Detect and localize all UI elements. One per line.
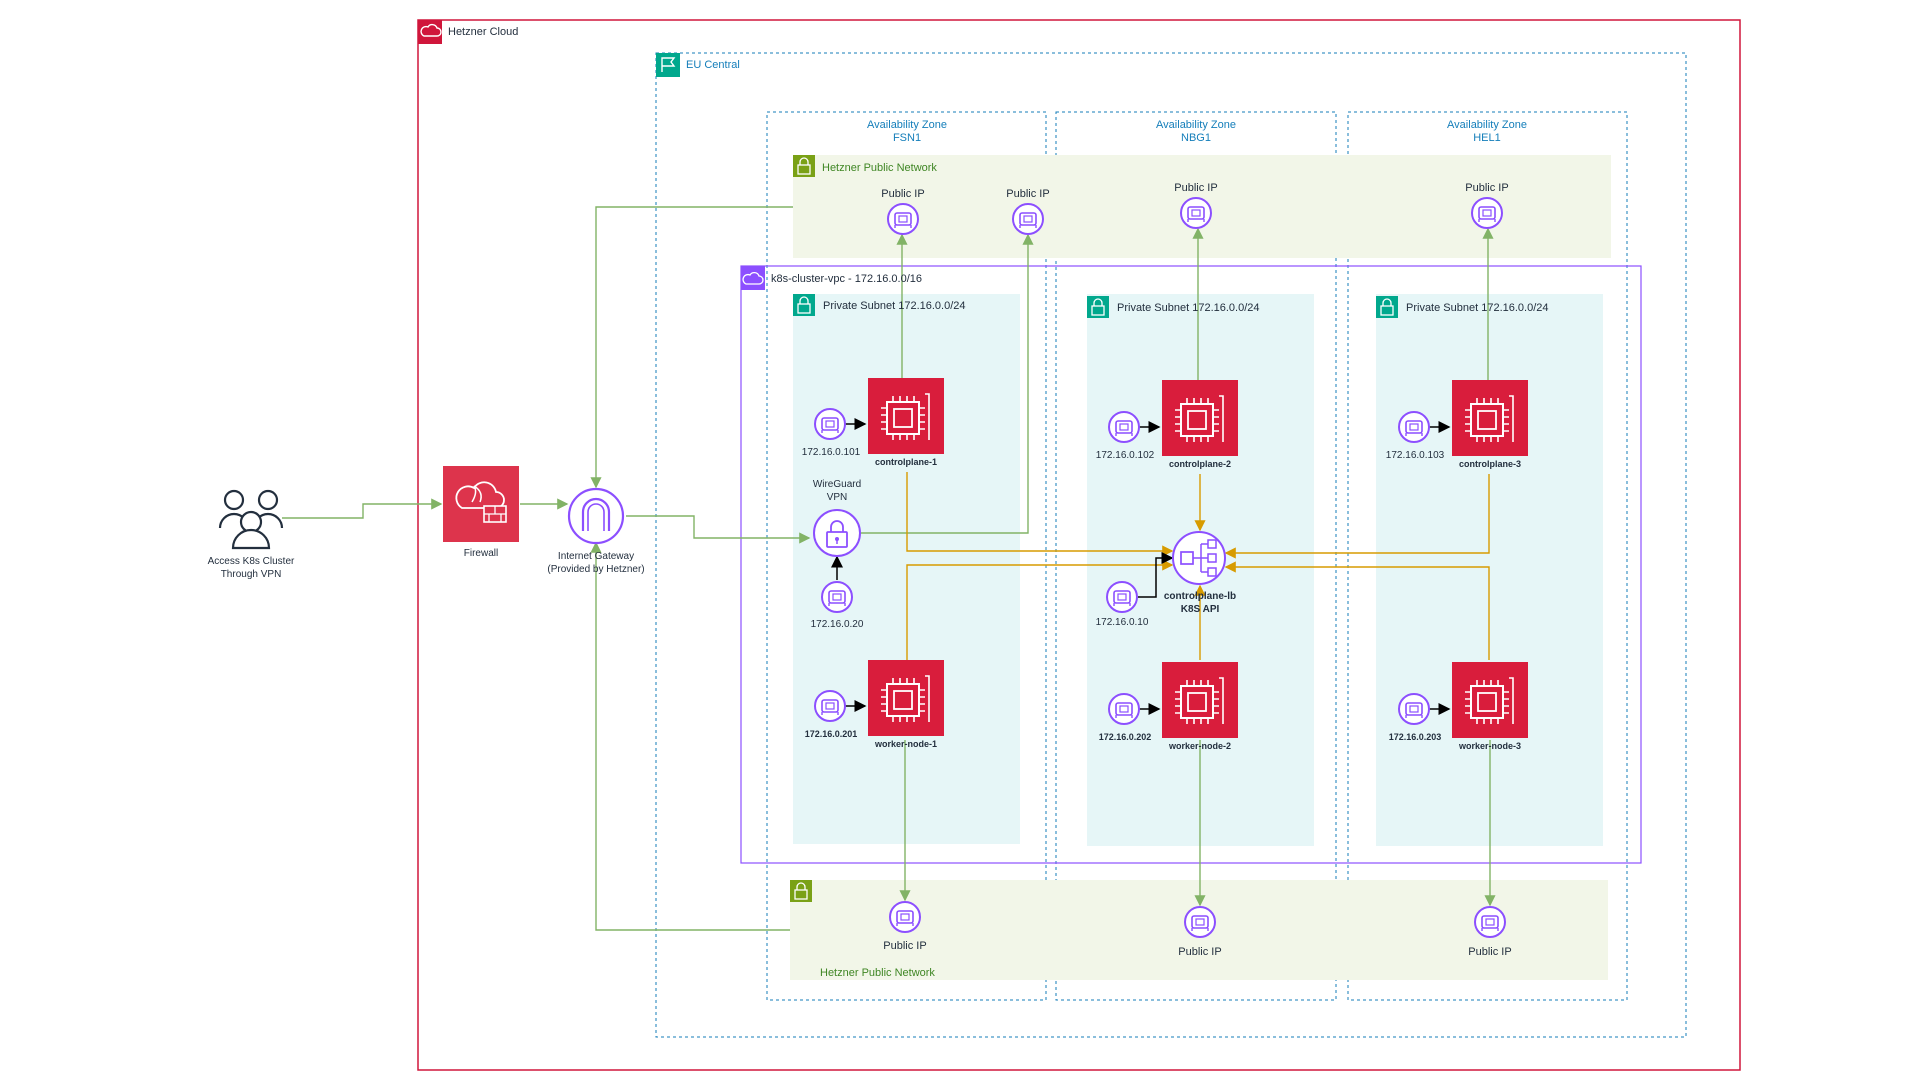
network-interface-icon	[1398, 411, 1430, 443]
worker1-to-lb-edge	[906, 559, 1174, 660]
network-interface-icon	[1474, 906, 1506, 938]
worker-node-1-instance	[868, 660, 944, 736]
public-network-top-title: Hetzner Public Network	[822, 162, 937, 174]
users-icon	[218, 489, 284, 550]
network-interface-icon	[1012, 203, 1044, 235]
vpc-icon	[741, 266, 765, 290]
network-interface-icon	[814, 690, 846, 722]
public-ip-label: Public IP	[881, 188, 925, 200]
internet-gateway-icon	[567, 487, 625, 545]
subnet-title-2: Private Subnet 172.16.0.0/24	[1117, 302, 1260, 314]
controlplane-3-label: controlplane-3	[1458, 459, 1521, 469]
worker3-to-lb-edge	[1224, 561, 1490, 660]
controlplane-3-instance	[1452, 380, 1528, 456]
cp3-to-lb-edge	[1224, 474, 1490, 559]
public-ip-label: Public IP	[1006, 188, 1050, 200]
subnet-title-1: Private Subnet 172.16.0.0/24	[823, 300, 966, 312]
public-ip-label: Public IP	[883, 940, 927, 952]
controlplane-2-instance	[1162, 380, 1238, 456]
users-to-firewall-edge	[282, 498, 443, 519]
public-ip-label: Public IP	[1468, 946, 1512, 958]
network-interface-icon	[1106, 581, 1138, 613]
network-interface-icon	[1108, 693, 1140, 725]
network-interface-icon	[814, 408, 846, 440]
network-interface-icon	[1180, 197, 1212, 229]
cp1-to-lb-edge	[906, 472, 1174, 557]
lock-icon	[790, 880, 812, 902]
public-ip-label: Public IP	[1178, 946, 1222, 958]
worker-node-1-label: worker-node-1	[874, 739, 937, 749]
public-ip-label: Public IP	[1174, 182, 1218, 194]
gateway-to-vpn-edge	[626, 515, 811, 544]
az-nbg1	[1055, 111, 1337, 1001]
worker-node-1-ip: 172.16.0.201	[804, 729, 858, 739]
lb-ip-label: 172.16.0.10	[1095, 617, 1149, 628]
public-net-to-gateway-edge	[590, 206, 793, 489]
az-hel1	[1347, 111, 1628, 1001]
network-interface-icon	[887, 203, 919, 235]
lock-icon	[1376, 296, 1398, 318]
vpn-lock-icon	[813, 509, 861, 557]
controlplane-1-ip: 172.16.0.101	[801, 447, 861, 458]
worker-node-2-label: worker-node-2	[1168, 741, 1231, 751]
network-interface-icon	[1184, 906, 1216, 938]
lock-icon	[793, 294, 815, 316]
subnet-title-3: Private Subnet 172.16.0.0/24	[1406, 302, 1549, 314]
vpn-ip-label: 172.16.0.20	[810, 619, 864, 630]
az-fsn1	[766, 111, 1047, 1001]
region-title: EU Central	[686, 59, 740, 71]
worker-node-3-instance	[1452, 662, 1528, 738]
network-interface-icon	[1398, 693, 1430, 725]
controlplane-2-ip: 172.16.0.102	[1095, 450, 1155, 461]
worker-node-3-ip: 172.16.0.203	[1388, 732, 1442, 742]
vpn-to-publicip-edge	[855, 233, 1034, 534]
network-interface-icon	[889, 901, 921, 933]
gateway-label: Internet Gateway(Provided by Hetzner)	[547, 551, 645, 575]
load-balancer-icon	[1172, 531, 1226, 585]
network-interface-icon	[821, 581, 853, 613]
worker-node-3-label: worker-node-3	[1458, 741, 1521, 751]
k8s-cluster-vpc	[740, 265, 1642, 864]
controlplane-2-label: controlplane-2	[1168, 459, 1231, 469]
vpc-title: k8s-cluster-vpc - 172.16.0.0/16	[771, 273, 923, 285]
cloud-icon	[418, 20, 442, 44]
controlplane-1-instance	[868, 378, 944, 454]
hetzner-cloud-boundary	[417, 19, 1741, 1071]
controlplane-1-label: controlplane-1	[874, 457, 937, 467]
bottom-net-to-gateway-edge	[590, 541, 790, 931]
lock-icon	[1087, 296, 1109, 318]
worker-node-2-instance	[1162, 662, 1238, 738]
firewall-icon	[443, 466, 519, 542]
lock-icon	[793, 155, 815, 177]
network-interface-icon	[1108, 411, 1140, 443]
region-flag-icon	[656, 53, 680, 77]
network-interface-icon	[1471, 197, 1503, 229]
worker-node-2-ip: 172.16.0.202	[1098, 732, 1152, 742]
nic-to-lb-edge	[1138, 552, 1174, 598]
controlplane-3-ip: 172.16.0.103	[1385, 450, 1445, 461]
cloud-title: Hetzner Cloud	[448, 26, 519, 38]
eu-central-region	[655, 52, 1687, 1038]
firewall-label: Firewall	[463, 548, 499, 559]
public-network-bottom-title: Hetzner Public Network	[820, 967, 935, 979]
public-ip-label: Public IP	[1465, 182, 1509, 194]
